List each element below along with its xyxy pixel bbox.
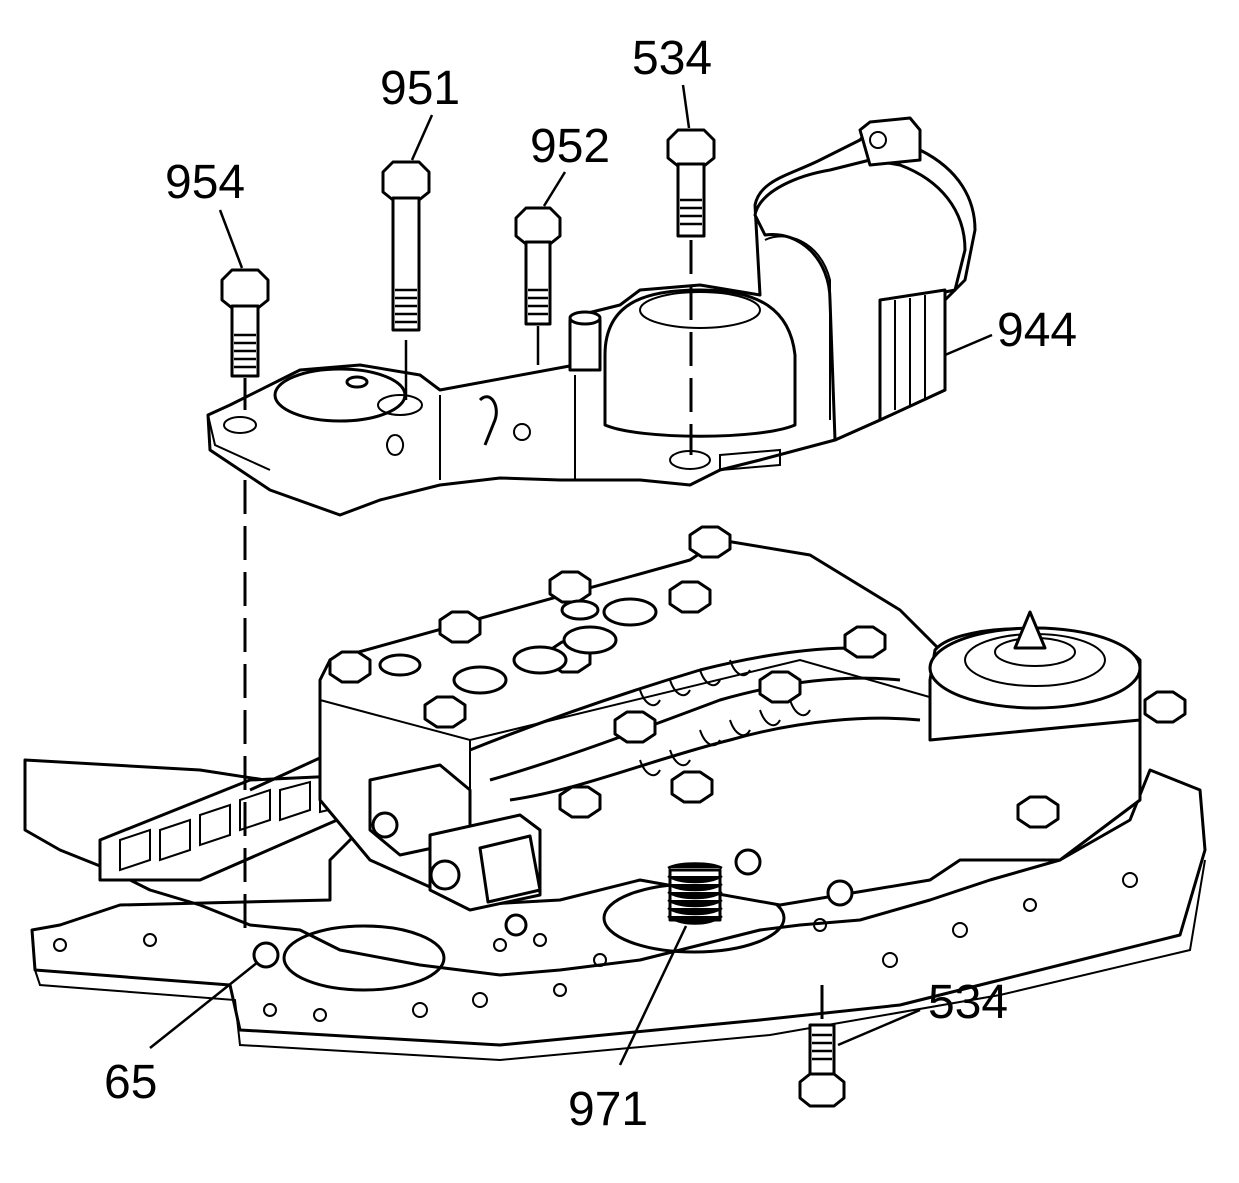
callout-65: 65	[104, 1056, 157, 1109]
bolt-951	[381, 160, 431, 332]
callout-534-bottom: 534	[928, 976, 1008, 1029]
check-ball-65	[252, 941, 280, 969]
spring-971	[667, 862, 723, 925]
callout-951: 951	[380, 62, 460, 115]
callout-971: 971	[568, 1083, 648, 1136]
bolt-534-bottom	[798, 1023, 846, 1108]
leader-lines	[149, 84, 993, 1066]
callout-534-top: 534	[632, 32, 712, 85]
callout-954: 954	[165, 156, 245, 209]
bolt-952	[514, 206, 562, 326]
alignment-lines	[243, 240, 824, 1022]
upper-cover-944	[206, 116, 977, 517]
callout-944: 944	[997, 304, 1077, 357]
bolt-954	[220, 268, 270, 378]
callout-952: 952	[530, 120, 610, 173]
bolt-534-top	[666, 128, 716, 238]
valve-body-assembly	[23, 525, 1207, 1062]
